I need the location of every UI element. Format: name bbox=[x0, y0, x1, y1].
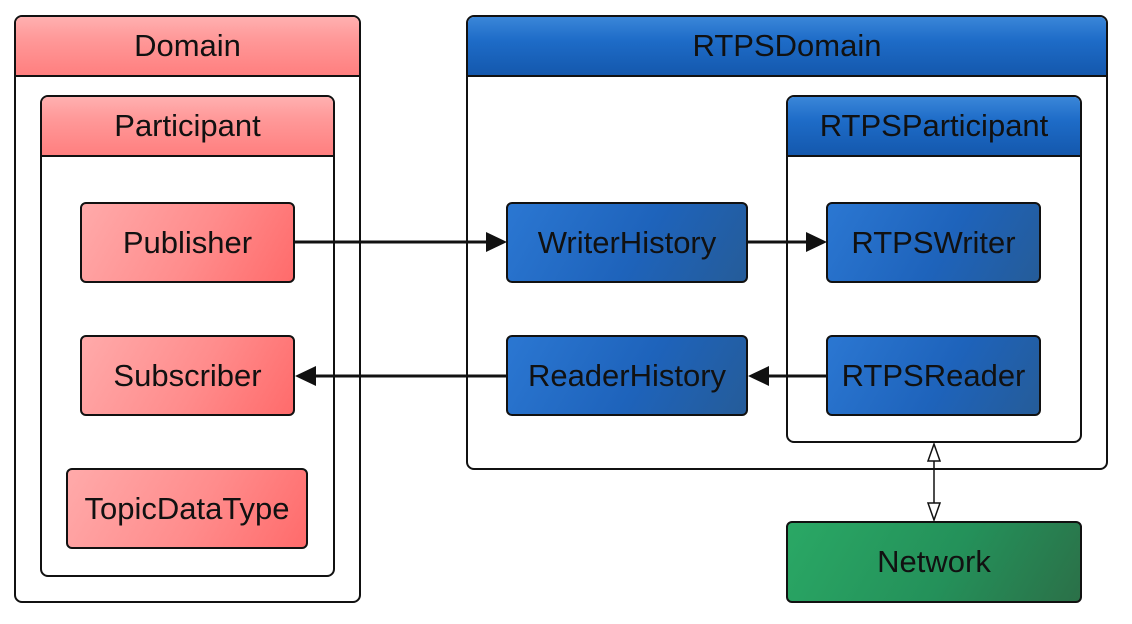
participant-title: Participant bbox=[114, 108, 261, 143]
network-label: Network bbox=[877, 544, 991, 579]
reader-history-label: ReaderHistory bbox=[527, 357, 727, 393]
rtps-writer-label: RTPSWriter bbox=[851, 224, 1016, 260]
rtps-participant-title: RTPSParticipant bbox=[819, 108, 1049, 143]
subscriber-box: Subscriber bbox=[80, 335, 295, 416]
topic-data-type-label: TopicDataType bbox=[84, 490, 290, 526]
domain-title: Domain bbox=[134, 28, 241, 63]
publisher-to-writer-history-arrow bbox=[295, 232, 507, 252]
publisher-box: Publisher bbox=[80, 202, 295, 283]
writer-history-box: WriterHistory bbox=[506, 202, 748, 283]
rtps-participant-header: RTPSParticipant bbox=[788, 97, 1080, 157]
rtps-writer-box: RTPSWriter bbox=[826, 202, 1041, 283]
rtps-domain-title: RTPSDomain bbox=[692, 28, 882, 63]
domain-header: Domain bbox=[16, 17, 359, 77]
writer-history-label: WriterHistory bbox=[537, 224, 717, 260]
rtps-reader-to-reader-history-arrow bbox=[748, 366, 826, 386]
rtps-domain-header: RTPSDomain bbox=[468, 17, 1106, 77]
network-box: Network bbox=[786, 521, 1082, 603]
participant-header: Participant bbox=[42, 97, 333, 157]
writer-history-to-rtps-writer-arrow bbox=[748, 232, 827, 252]
reader-history-box: ReaderHistory bbox=[506, 335, 748, 416]
rtps-reader-label: RTPSReader bbox=[841, 357, 1026, 393]
rtps-participant-network-bidirectional-arrow bbox=[926, 441, 942, 523]
rtps-reader-box: RTPSReader bbox=[826, 335, 1041, 416]
subscriber-label: Subscriber bbox=[113, 357, 262, 393]
reader-history-to-subscriber-arrow bbox=[295, 366, 506, 386]
topic-data-type-box: TopicDataType bbox=[66, 468, 308, 549]
publisher-label: Publisher bbox=[122, 224, 253, 260]
